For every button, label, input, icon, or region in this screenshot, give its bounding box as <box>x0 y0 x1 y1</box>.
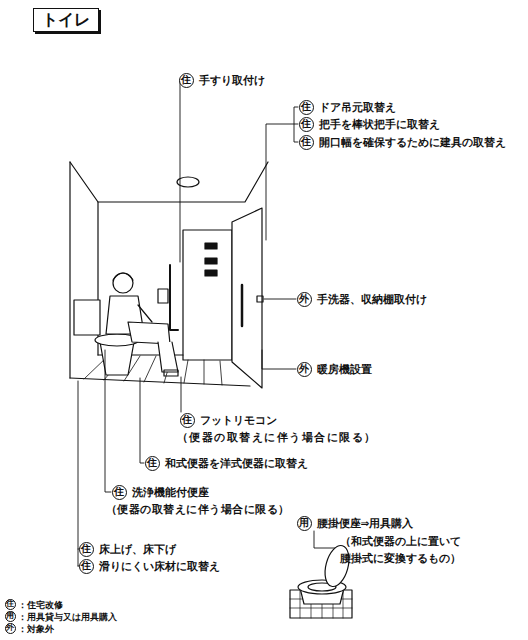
door-vent <box>205 270 217 276</box>
leader-line <box>181 377 182 412</box>
door-vent <box>205 243 217 249</box>
ceiling-line <box>70 162 268 202</box>
leader-line <box>266 124 298 240</box>
callout-mark: 住 <box>300 118 313 131</box>
callout-circle: 住フットリモコン（便器の取替えに伴う場合に限る） <box>180 413 195 428</box>
legend-mark: 用 <box>6 612 15 621</box>
toilet-tank <box>74 300 100 335</box>
callout-mark: 住 <box>146 457 159 470</box>
callout-text: 暖房機設置 <box>317 363 372 377</box>
callout-circle: 外暖房機設置 <box>297 362 312 377</box>
callout-circle: 住把手を棒状把手に取替え <box>299 117 314 132</box>
callout-circle: 住洗浄機能付便座（便器の取替えに伴う場合に限る） <box>112 485 127 500</box>
callout-circle: 住和式便器を洋式便器に取替え <box>145 456 160 471</box>
callout-text: ドア吊元取替え <box>319 101 396 115</box>
legend-text: ：住宅改修 <box>18 599 63 612</box>
callout-mark: 住 <box>80 543 93 556</box>
legend-mark: 外 <box>6 624 15 633</box>
open-door <box>232 208 262 388</box>
floor-board <box>204 360 205 384</box>
callout-circle: 外手洗器、収納棚取付け <box>297 292 312 307</box>
leader-bracket <box>294 107 298 142</box>
legend-mark-circle: 用：用具貸与又は用具購入 <box>5 611 16 622</box>
person-legs <box>158 342 178 372</box>
person-head <box>113 273 133 293</box>
callout-text: フットリモコン <box>200 414 277 428</box>
legend-mark-circle: 住：住宅改修 <box>5 599 16 610</box>
callout-circle: 住開口幅を確保するために建具の取替え <box>299 135 314 150</box>
callout-text: 手洗器、収納棚取付け <box>317 293 427 307</box>
callout-text: 洗浄機能付便座 <box>132 486 209 500</box>
callout-circle: 住滑りにくい床材に取替え <box>79 559 94 574</box>
leader-line <box>264 299 296 300</box>
handrail <box>170 265 178 330</box>
callout-mark: 住 <box>113 486 126 499</box>
callout-text: 床上げ、床下げ <box>99 543 176 557</box>
bar-handle <box>241 285 244 326</box>
door-frame <box>183 230 232 360</box>
callout-note: （便器の取替えに伴う場合に限る） <box>106 503 290 517</box>
legend-text: ：用具貸与又は用具購入 <box>18 611 117 624</box>
callout-text: 和式便器を洋式便器に取替え <box>165 457 308 471</box>
callout-circle: 住床上げ、床下げ <box>79 542 94 557</box>
title-box: トイレ <box>33 8 99 32</box>
tile-line <box>300 590 301 618</box>
callout-text: 手すり取付け <box>199 74 265 88</box>
legend-mark-circle: 外：対象外 <box>5 623 16 634</box>
callout-note: （和式便器の上に置いて 腰掛式に変換するもの） <box>340 533 474 567</box>
floor-edge <box>70 378 250 386</box>
callout-text: 開口幅を確保するために建具の取替え <box>319 136 506 150</box>
person-arm <box>138 305 152 322</box>
callout-text: 滑りにくい床材に取替え <box>99 560 220 574</box>
callout-mark: 住 <box>180 74 193 87</box>
floor-board <box>220 361 222 385</box>
legend-text: ：対象外 <box>18 623 54 636</box>
floor-board <box>144 356 156 382</box>
callout-mark: 住 <box>80 560 93 573</box>
callout-mark: 住 <box>300 136 313 149</box>
wall-edge <box>69 162 70 378</box>
leader-line <box>78 381 79 566</box>
leader-line <box>180 80 181 262</box>
callout-text: 腰掛便座⇒用具購入 <box>317 517 414 531</box>
hand-basin <box>257 296 263 302</box>
legend-mark: 住 <box>6 600 15 609</box>
floor-board <box>184 360 188 383</box>
person-lap <box>128 322 170 344</box>
callout-circle: 住ドア吊元取替え <box>299 100 314 115</box>
callout-mark: 外 <box>298 293 311 306</box>
callout-mark: 住 <box>181 414 194 427</box>
person-hair <box>113 273 133 280</box>
callout-mark: 用 <box>298 517 311 530</box>
leader-line <box>105 350 111 492</box>
callout-circle: 住手すり取付け <box>179 73 194 88</box>
leader-line <box>262 350 296 369</box>
portable-seat-lid <box>321 543 353 589</box>
callout-text: 把手を棒状把手に取替え <box>319 118 440 132</box>
foot-remote <box>164 370 178 376</box>
control-panel <box>158 289 168 303</box>
callout-note: （便器の取替えに伴う場合に限る） <box>177 431 377 445</box>
door-vent <box>205 258 217 264</box>
leader-line <box>140 378 144 463</box>
callout-mark: 住 <box>300 101 313 114</box>
callout-mark: 外 <box>298 363 311 376</box>
callout-circle: 用腰掛便座⇒用具購入（和式便器の上に置いて 腰掛式に変換するもの） <box>297 516 312 531</box>
